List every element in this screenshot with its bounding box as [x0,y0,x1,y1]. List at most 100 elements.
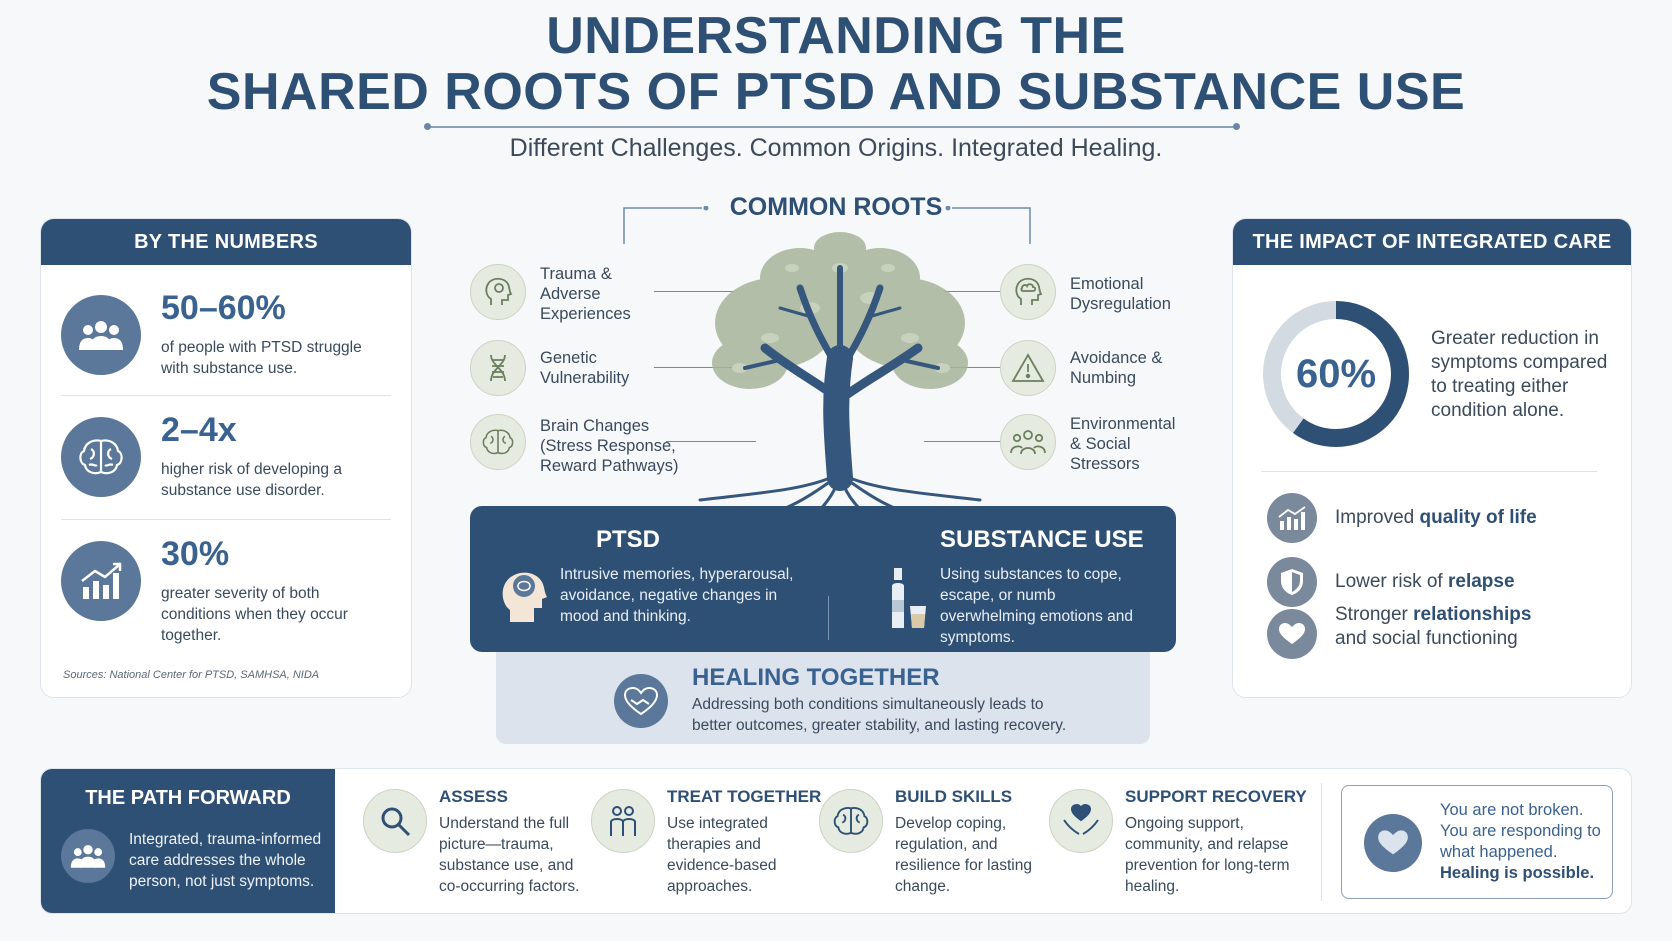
conditions-panel: PTSD Intrusive memories, hyperarousal, a… [470,506,1176,652]
path-forward-intro-text: Integrated, trauma-informed care address… [129,831,322,890]
by-the-numbers-heading: BY THE NUMBERS [41,219,411,265]
step-title: SUPPORT RECOVERY [1125,787,1307,806]
benefit-quality-of-life: Improved quality of life [1267,493,1607,549]
impact-divider [1261,471,1597,472]
step-title: ASSESS [439,787,508,806]
path-forward-heading: THE PATH FORWARD [85,787,291,809]
step-description: Use integrated therapies and evidence-ba… [667,815,777,895]
root-avoidance: Avoidance &Numbing [1000,340,1220,400]
substance-use-title: SUBSTANCE USE [940,526,1144,553]
title-line-2: SHARED ROOTS OF PTSD AND SUBSTANCE USE [206,63,1466,121]
title-divider [424,123,1240,130]
head-brain-icon [500,562,550,626]
stat-divider [61,395,391,396]
root-connector [944,291,1000,292]
dna-icon [470,340,526,396]
stat-severity: 30% greater severity of both conditions … [61,527,391,644]
heart-icon [1267,609,1317,659]
brain-icon [470,414,526,470]
chart-icon [1267,493,1317,543]
people-group-icon [1000,414,1056,470]
brain-icon [819,789,883,853]
stat-value: 30% [161,535,230,573]
stat-description: higher risk of developing a substance us… [161,461,342,499]
root-connector [654,367,734,368]
stat-divider [61,519,391,520]
healing-together-description: Addressing both conditions simultaneousl… [692,696,1067,734]
percentage-donut [1263,301,1409,447]
healing-together-title: HEALING TOGETHER [692,664,940,691]
stat-value: 2–4x [161,411,237,449]
subtitle: Different Challenges. Common Origins. In… [509,134,1163,162]
brain-icon [61,417,141,497]
by-the-numbers-panel: BY THE NUMBERS 50–60% of people with PTS… [40,218,412,698]
root-label: Avoidance &Numbing [1070,349,1163,387]
root-connector [654,291,734,292]
healing-together-panel: HEALING TOGETHER Addressing both conditi… [496,652,1150,744]
donut-description: Greater reduction in symptoms compared t… [1431,328,1608,421]
chart-up-icon [61,541,141,621]
benefit-text: Improved quality of life [1335,507,1537,528]
affirmation-message: You are not broken. You are responding t… [1440,801,1601,861]
common-roots-bracket [623,206,1031,244]
donut-value: 60% [1295,351,1377,396]
path-forward-panel: THE PATH FORWARD Integrated, trauma-info… [40,768,1632,914]
common-roots-heading: COMMON ROOTS [729,193,943,221]
step-description: Develop coping, regulation, and resilien… [895,815,1032,895]
head-icon [470,264,526,320]
benefit-text: Lower risk of relapse [1335,571,1515,592]
affirmation-text: You are not broken. You are responding t… [1440,800,1608,884]
page-title: UNDERSTANDING THE SHARED ROOTS OF PTSD A… [0,8,1672,120]
step-description: Ongoing support, community, and relapse … [1125,815,1290,895]
tree-illustration [698,232,982,518]
stat-risk: 2–4x higher risk of developing a substan… [61,403,391,513]
heart-icon [1364,814,1422,872]
integrated-care-impact-panel: THE IMPACT OF INTEGRATED CARE 60% Greate… [1232,218,1632,698]
benefit-relapse: Lower risk of relapse [1267,557,1607,613]
stat-description: greater severity of both conditions when… [161,585,348,644]
root-connector [666,441,756,442]
shield-icon [1267,557,1317,607]
magnifier-icon [363,789,427,853]
root-label: Brain Changes(Stress Response,Reward Pat… [540,417,679,475]
warning-icon [1000,340,1056,396]
root-connector [924,441,1000,442]
step-description: Understand the full picture—trauma, subs… [439,815,580,895]
stat-value: 50–60% [161,289,286,327]
people-icon [61,295,141,375]
handshake-heart-icon [614,674,668,728]
stat-ptsd-substance: 50–60% of people with PTSD struggle with… [61,281,391,391]
head-cloud-icon [1000,264,1056,320]
step-build-skills: BUILD SKILLS Develop coping, regulation,… [819,769,1032,913]
step-treat-together: TREAT TOGETHER Use integrated therapies … [591,769,821,913]
step-title: TREAT TOGETHER [667,787,822,806]
affirmation-emphasis: Healing is possible. [1440,864,1595,882]
root-connector [944,367,1000,368]
hands-heart-icon [1049,789,1113,853]
root-brain-changes: Brain Changes(Stress Response,Reward Pat… [470,414,700,475]
path-forward-intro: THE PATH FORWARD Integrated, trauma-info… [41,769,335,913]
step-support-recovery: SUPPORT RECOVERY Ongoing support, commun… [1049,769,1309,913]
two-people-icon [591,789,655,853]
stat-description: of people with PTSD struggle with substa… [161,339,362,377]
path-divider [1321,783,1322,901]
bottle-glass-icon [888,566,930,630]
donut-progress-arc [1263,301,1409,447]
title-line-1: UNDERSTANDING THE [546,7,1126,65]
substance-use-description: Using substances to cope, escape, or num… [940,566,1133,646]
sources-note: Sources: National Center for PTSD, SAMHS… [63,669,320,681]
conditions-divider [828,596,829,640]
affirmation-card: You are not broken. You are responding t… [1341,785,1613,899]
step-title: BUILD SKILLS [895,787,1013,806]
ptsd-description: Intrusive memories, hyperarousal, avoida… [560,566,794,625]
